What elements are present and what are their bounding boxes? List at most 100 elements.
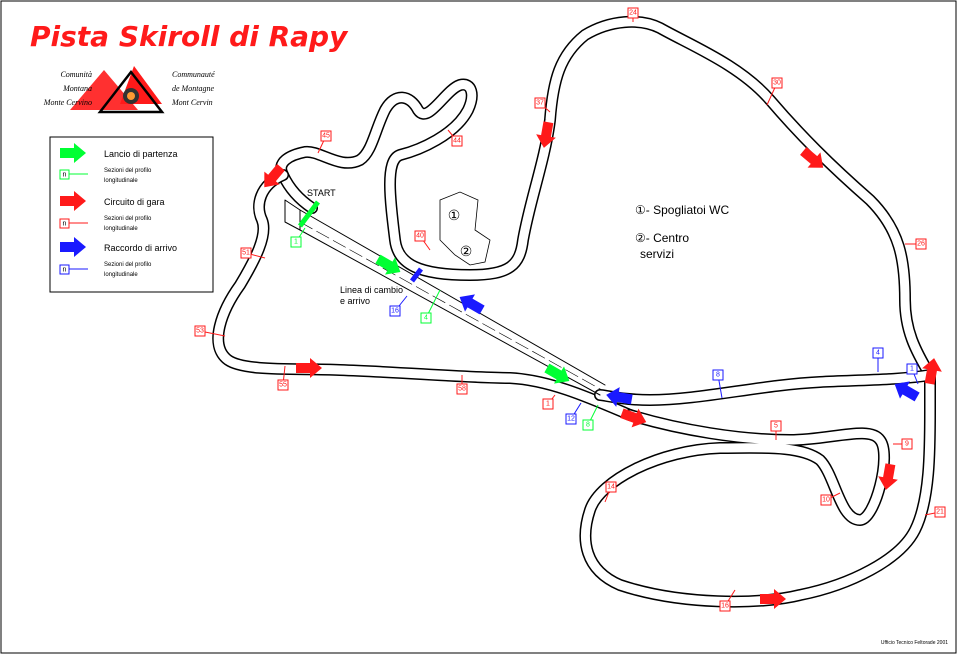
section-marker-label: 37: [536, 100, 544, 107]
logo-left-line3: Monte Cervino: [43, 98, 92, 107]
legend-label-start: Lancio di partenza: [104, 149, 178, 159]
legend-green-arrow: [60, 143, 86, 163]
legend-sub-green-1: Sezioni del profilo: [104, 168, 152, 174]
section-marker-red-24: 24: [627, 7, 639, 22]
arrow-red-8: [264, 164, 285, 188]
legend-sub-blue-2: longitudinale: [104, 272, 138, 278]
building-1-label: ①: [448, 207, 461, 223]
section-marker-label: 21: [936, 509, 944, 516]
section-marker-red-51: 51: [240, 247, 266, 259]
section-marker-green-8: 8: [582, 404, 599, 431]
legend-sub-red-2: longitudinale: [104, 226, 138, 232]
section-marker-red-14: 14: [604, 481, 617, 503]
building-2-label: ②: [460, 243, 473, 259]
section-marker-label: 40: [416, 233, 424, 240]
arrow-red-6: [620, 408, 647, 428]
section-marker-red-5: 5: [770, 420, 782, 440]
section-marker-label: 16: [391, 308, 399, 315]
arrow-red-5: [760, 589, 786, 609]
change-line: [410, 267, 423, 283]
arrow-green-1: [375, 254, 401, 275]
section-marker-label: 58: [458, 386, 466, 393]
section-marker-green-4: 4: [420, 289, 441, 324]
start-label: START: [307, 188, 336, 198]
section-marker-red-37: 37: [534, 97, 551, 113]
section-marker-label: 55: [279, 382, 287, 389]
arrow-red-1: [536, 121, 556, 148]
section-marker-blue-12: 12: [565, 402, 582, 425]
legend-badge-red: n: [63, 221, 67, 228]
section-marker-red-45: 45: [317, 130, 332, 154]
start-line: [298, 200, 320, 228]
section-marker-label: 26: [917, 241, 925, 248]
section-marker-label: 4: [424, 315, 428, 322]
arrow-blue-2: [606, 387, 633, 407]
section-marker-label: 24: [629, 10, 637, 17]
legend-label-finish: Raccordo di arrivo: [104, 243, 177, 253]
section-marker-label: 9: [905, 441, 909, 448]
section-marker-label: 5: [774, 423, 778, 430]
track: [212, 15, 936, 608]
legend-badge-green: n: [63, 172, 67, 179]
section-marker-red-16: 16: [719, 589, 736, 612]
legend: Lancio di partenza n Sezioni del profilo…: [49, 136, 214, 293]
section-marker-label: 16: [721, 603, 729, 610]
change-line-label-1: Linea di cambio: [340, 285, 403, 295]
logo-right-line3: Mont Cervin: [171, 98, 213, 107]
credit: Ufficio Tecnico Feltorade 2001: [881, 640, 948, 646]
legend-badge-blue: n: [63, 267, 67, 274]
change-line-label-2: e arrivo: [340, 296, 370, 306]
section-marker-label: 1: [910, 366, 914, 373]
section-marker-label: 1: [294, 239, 298, 246]
section-marker-label: 45: [322, 133, 330, 140]
logo: Comunità Montana Monte Cervino Communaut…: [43, 66, 215, 114]
section-marker-label: 14: [607, 484, 615, 491]
arrow-blue-1: [459, 294, 485, 315]
legend-sub-red-1: Sezioni del profilo: [104, 216, 152, 222]
section-marker-red-44: 44: [447, 129, 463, 147]
section-marker-blue-16: 16: [389, 295, 408, 317]
section-marker-red-55: 55: [277, 365, 289, 391]
legend-sub-blue-1: Sezioni del profilo: [104, 262, 152, 268]
legend-sub-green-2: longitudinale: [104, 178, 138, 184]
arrow-red-3: [922, 358, 942, 385]
arrow-green-2: [544, 363, 570, 384]
section-marker-green-1: 1: [290, 227, 306, 248]
section-marker-red-30: 30: [766, 77, 783, 106]
section-marker-label: 53: [196, 328, 204, 335]
section-marker-label: 4: [876, 350, 880, 357]
service-label-2a: ②- Centro: [635, 231, 689, 245]
logo-left-line1: Comunità: [60, 70, 92, 79]
arrow-red-2: [800, 147, 824, 168]
legend-label-circuit: Circuito di gara: [104, 197, 165, 207]
section-marker-label: 51: [242, 250, 250, 257]
section-marker-label: 12: [567, 416, 575, 423]
section-marker-blue-1: 1: [906, 363, 919, 385]
section-marker-label: 8: [716, 372, 720, 379]
logo-right-line1: Communauté: [172, 70, 215, 79]
arrow-red-7: [296, 358, 322, 378]
arrows: [264, 121, 942, 609]
section-marker-label: 8: [586, 422, 590, 429]
section-markers: 2430374445264051535558159101416211481612…: [194, 7, 946, 612]
section-marker-red-58: 58: [456, 375, 468, 395]
section-marker-red-40: 40: [414, 230, 431, 251]
section-marker-label: 44: [453, 138, 461, 145]
buildings: ① ②: [439, 191, 491, 266]
map-title: Pista Skiroll di Rapy: [30, 20, 349, 53]
arrow-red-4: [878, 463, 898, 490]
section-marker-red-53: 53: [194, 325, 226, 337]
section-marker-red-10: 10: [820, 492, 841, 506]
arrow-blue-3: [894, 381, 920, 402]
section-marker-red-26: 26: [905, 238, 927, 250]
section-marker-blue-8: 8: [712, 369, 724, 399]
service-label-1: ①- Spogliatoi WC: [635, 203, 729, 217]
section-marker-label: 10: [822, 497, 830, 504]
section-marker-label: 1: [546, 401, 550, 408]
section-marker-red-21: 21: [924, 506, 946, 518]
legend-red-arrow: [60, 191, 86, 211]
service-label-2b: servizi: [640, 247, 674, 261]
